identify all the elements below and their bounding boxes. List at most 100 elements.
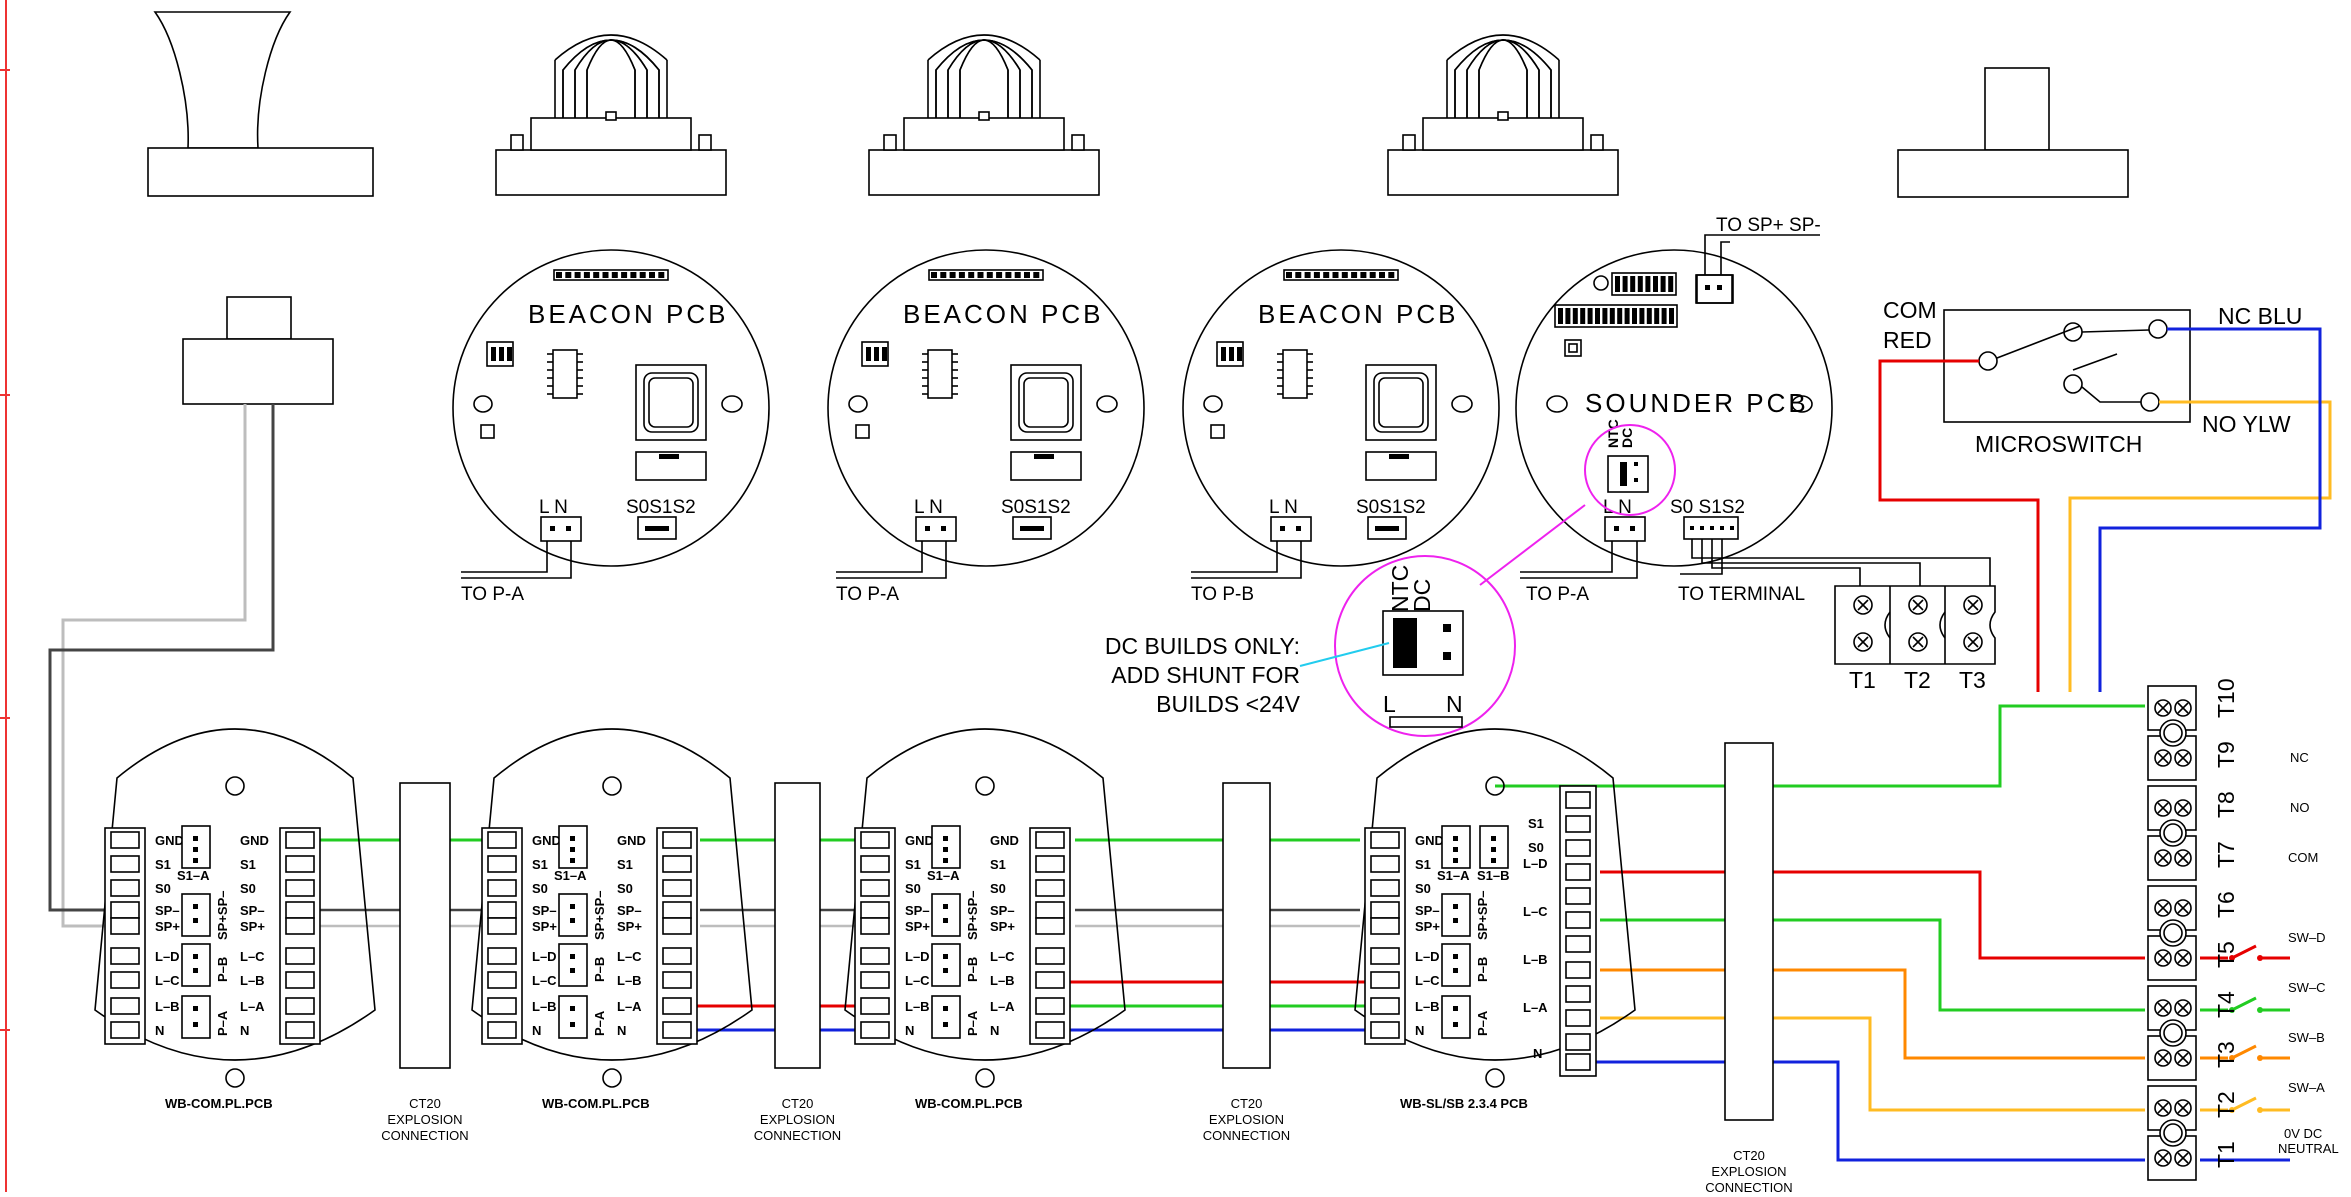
com-boards-2-left-1: S1 — [905, 857, 921, 872]
sounder-sel-label: S0 S1S2 — [1670, 497, 1745, 518]
com-boards-0-left-2: S0 — [155, 881, 171, 896]
com-boards-2-right-7: L–A — [990, 999, 1015, 1014]
com-boards-1-left-8: N — [532, 1023, 541, 1038]
drawing-border — [0, 0, 10, 1192]
com-boards-0-left-3: SP– — [155, 903, 180, 918]
com-boards-0-plug2: SP+SP– — [215, 890, 230, 940]
com-boards-0-right-0: GND — [240, 833, 269, 848]
term-labels-ov1: 0V DC — [2284, 1126, 2322, 1141]
horn-sounder-device — [147, 11, 374, 197]
com-boards-0-name: WB-COM.PL.PCB — [165, 1096, 273, 1111]
note-line1: DC BUILDS ONLY: — [1105, 633, 1300, 659]
beacons-2-to: TO P-B — [1191, 584, 1254, 605]
com-boards-1-left-1: S1 — [532, 857, 548, 872]
sl-board-left-2: S0 — [1415, 881, 1431, 896]
sounder-to-pa: TO P-A — [1526, 584, 1589, 605]
sl-board-right-1: S0 — [1528, 840, 1544, 855]
ct20-l1: CT20 — [782, 1096, 814, 1111]
beacons-0-ln: L N — [539, 497, 568, 518]
sl-board-right-6: N — [1533, 1046, 1542, 1061]
sounder-pcb-title: SOUNDER PCB — [1585, 388, 1809, 418]
terminal-label-7: T3 — [2213, 1041, 2239, 1068]
beacon-device-2 — [868, 34, 1100, 196]
com-boards-1-left-2: S0 — [532, 881, 548, 896]
main-terminal-block: T10T9T8T7T6T5T4T3T2T1NCNOCOMSW–DSW–CSW–B… — [2147, 678, 2339, 1181]
terminals-small-1: T2 — [1904, 667, 1931, 693]
ct20-l3: CONNECTION — [754, 1128, 841, 1143]
com-boards-2-right-5: L–C — [990, 949, 1015, 964]
com-boards-1-right-8: N — [617, 1023, 626, 1038]
beacons-1-title: BEACON PCB — [903, 299, 1104, 329]
sl-board-plug1b: S1–B — [1477, 868, 1510, 883]
com-board-2: GNDS1S0SP–SP+L–DL–CL–BNGNDS1S0SP–SP+L–CL… — [471, 728, 753, 1111]
terminals-small-0: T1 — [1849, 667, 1876, 693]
com-boards-1-left-4: SP+ — [532, 919, 557, 934]
ct20-l3: CONNECTION — [1203, 1128, 1290, 1143]
com-boards-2-right-6: L–B — [990, 973, 1015, 988]
beacons-1-to: TO P-A — [836, 584, 899, 605]
wiring — [48, 327, 2332, 1162]
sl-board-left-6: L–C — [1415, 973, 1440, 988]
terminal-label-8: T2 — [2213, 1091, 2239, 1118]
terminal-label-2: T8 — [2213, 791, 2239, 818]
com-boards-1-plug4: P–A — [592, 1010, 607, 1036]
sl-board-left-1: S1 — [1415, 857, 1431, 872]
beacons-0-sel: S0S1S2 — [626, 497, 696, 518]
microswitch-nc: NC BLU — [2218, 303, 2302, 329]
sl-board-left-5: L–D — [1415, 949, 1440, 964]
ct20-l3: CONNECTION — [1705, 1180, 1792, 1192]
terminal-label-6: T4 — [2213, 991, 2239, 1018]
jumper-zoom-callout: NTC DC L N — [1299, 424, 1676, 737]
com-boards-1-plug1: S1–A — [554, 868, 587, 883]
beacons-1-ln: L N — [914, 497, 943, 518]
ct20-l2: EXPLOSION — [760, 1112, 835, 1127]
ct20-l2: EXPLOSION — [1209, 1112, 1284, 1127]
term-labels-swd: SW–D — [2288, 930, 2326, 945]
com-boards-2-right-4: SP+ — [990, 919, 1015, 934]
com-boards-0-left-5: L–D — [155, 949, 180, 964]
com-boards-0-right-2: S0 — [240, 881, 256, 896]
com-boards-0-right-1: S1 — [240, 857, 256, 872]
microswitch-com: COM — [1883, 297, 1937, 323]
com-boards-1-left-0: GND — [532, 833, 561, 848]
com-boards-2-right-0: GND — [990, 833, 1019, 848]
com-boards-2-right-1: S1 — [990, 857, 1006, 872]
com-boards-2-plug1: S1–A — [927, 868, 960, 883]
term-labels-ov2: NEUTRAL — [2278, 1141, 2339, 1156]
com-boards-1-right-0: GND — [617, 833, 646, 848]
com-boards-0-left-6: L–C — [155, 973, 180, 988]
com-boards-1-right-3: SP– — [617, 903, 642, 918]
ct20-l1: CT20 — [1231, 1096, 1263, 1111]
term-labels-swa: SW–A — [2288, 1080, 2325, 1095]
com-boards-2-plug4: P–A — [965, 1010, 980, 1036]
sl-board-left-4: SP+ — [1415, 919, 1440, 934]
com-boards-0-plug4: P–A — [215, 1010, 230, 1036]
com-boards-2-left-5: L–D — [905, 949, 930, 964]
com-boards-2-left-6: L–C — [905, 973, 930, 988]
sl-board-right-0: S1 — [1528, 816, 1544, 831]
beacon-device-3 — [1387, 34, 1619, 196]
sl-board-left-3: SP– — [1415, 903, 1440, 918]
sl-board-plug3: P–B — [1475, 957, 1490, 982]
com-boards-0-plug1: S1–A — [177, 868, 210, 883]
com-boards-1-left-5: L–D — [532, 949, 557, 964]
ct20-l2: EXPLOSION — [1711, 1164, 1786, 1179]
com-boards-0-right-3: SP– — [240, 903, 265, 918]
com-boards-1-right-5: L–C — [617, 949, 642, 964]
beacons-0-title: BEACON PCB — [528, 299, 729, 329]
microswitch-red: RED — [1883, 327, 1932, 353]
ct20-l1: CT20 — [409, 1096, 441, 1111]
cable-gland — [182, 296, 334, 405]
com-boards-2-left-3: SP– — [905, 903, 930, 918]
sl-board-left-7: L–B — [1415, 999, 1440, 1014]
com-boards-1-name: WB-COM.PL.PCB — [542, 1096, 650, 1111]
com-boards-1-right-1: S1 — [617, 857, 633, 872]
com-boards-1-left-3: SP– — [532, 903, 557, 918]
zoom-n: N — [1446, 691, 1463, 717]
dc-build-note: DC BUILDS ONLY: ADD SHUNT FOR BUILDS <24… — [1105, 633, 1301, 717]
microswitch-label: MICROSWITCH — [1975, 431, 2142, 457]
com-boards-2-right-2: S0 — [990, 881, 1006, 896]
